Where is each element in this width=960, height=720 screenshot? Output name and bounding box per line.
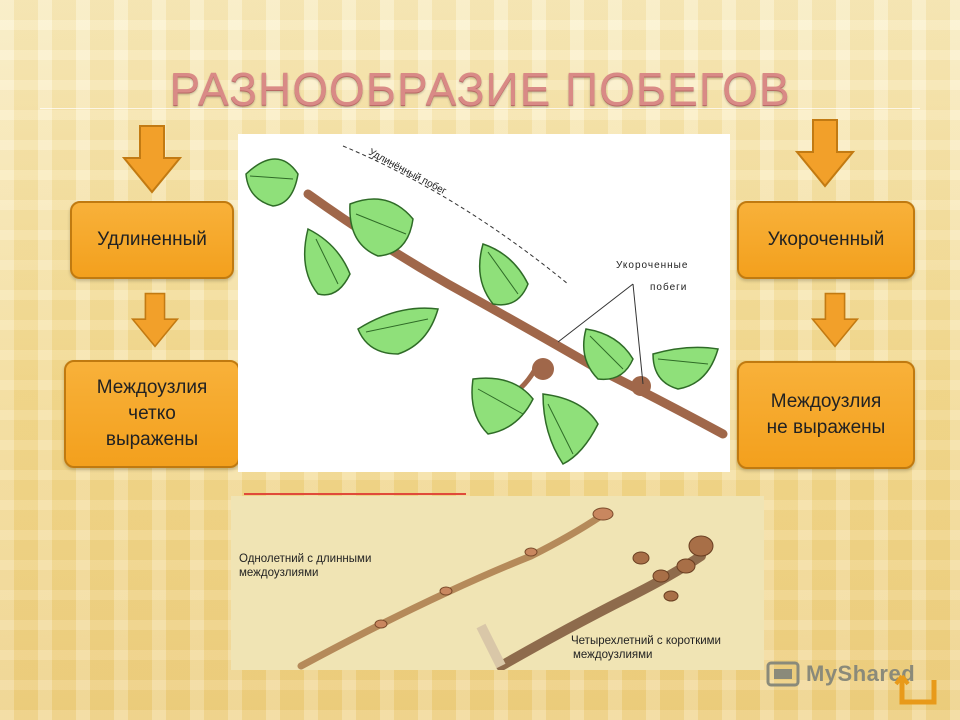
myshared-logo-icon (766, 661, 800, 687)
down-arrow-icon (810, 292, 860, 348)
down-arrow-icon (122, 125, 182, 194)
internodes-not-expressed-box: Междоузлия не выражены (737, 361, 915, 469)
twigs-illustration: Однолетний с длинными междоузлиями Четыр… (231, 496, 764, 671)
caption-one-year-line2: междоузлиями (239, 567, 318, 579)
caption-one-year-line1: Однолетний с длинными (239, 553, 371, 565)
internodes-expressed-box: Междоузлия четко выражены (64, 360, 240, 468)
internodes-expressed-line3: выражены (105, 429, 199, 450)
myshared-logo: MyShared (766, 656, 915, 692)
down-arrow-icon (130, 292, 180, 348)
title-divider (40, 108, 920, 109)
down-arrow-icon (795, 119, 855, 188)
birch-branch-illustration: Удлинённый побег Укороченные побеги (238, 134, 730, 472)
internodes-not-expressed-line2: не выражены (766, 417, 886, 438)
red-divider (244, 493, 466, 495)
slide-title: РАЗНООБРАЗИЕ ПОБЕГОВ (169, 63, 791, 115)
return-icon[interactable] (894, 672, 942, 712)
internodes-not-expressed-line1: Междоузлия (770, 391, 882, 412)
shortened-shoot-box: Укороченный (737, 201, 915, 279)
internodes-expressed-line2: четко (128, 403, 176, 424)
elongated-shoot-label: Удлиненный (97, 229, 207, 250)
internodes-expressed-line1: Междоузлия (96, 377, 208, 398)
elongated-shoot-box: Удлиненный (70, 201, 234, 279)
shortened-shoot-label: Укороченный (767, 229, 885, 250)
label-elongated-shoot: Удлинённый побег (367, 146, 449, 197)
label-shortened-line1: Укороченные (616, 260, 688, 271)
caption-four-year-line2: междоузлиями (573, 649, 652, 661)
caption-four-year-line1: Четырехлетний с короткими (571, 635, 721, 647)
label-shortened-line2: побеги (650, 281, 687, 293)
